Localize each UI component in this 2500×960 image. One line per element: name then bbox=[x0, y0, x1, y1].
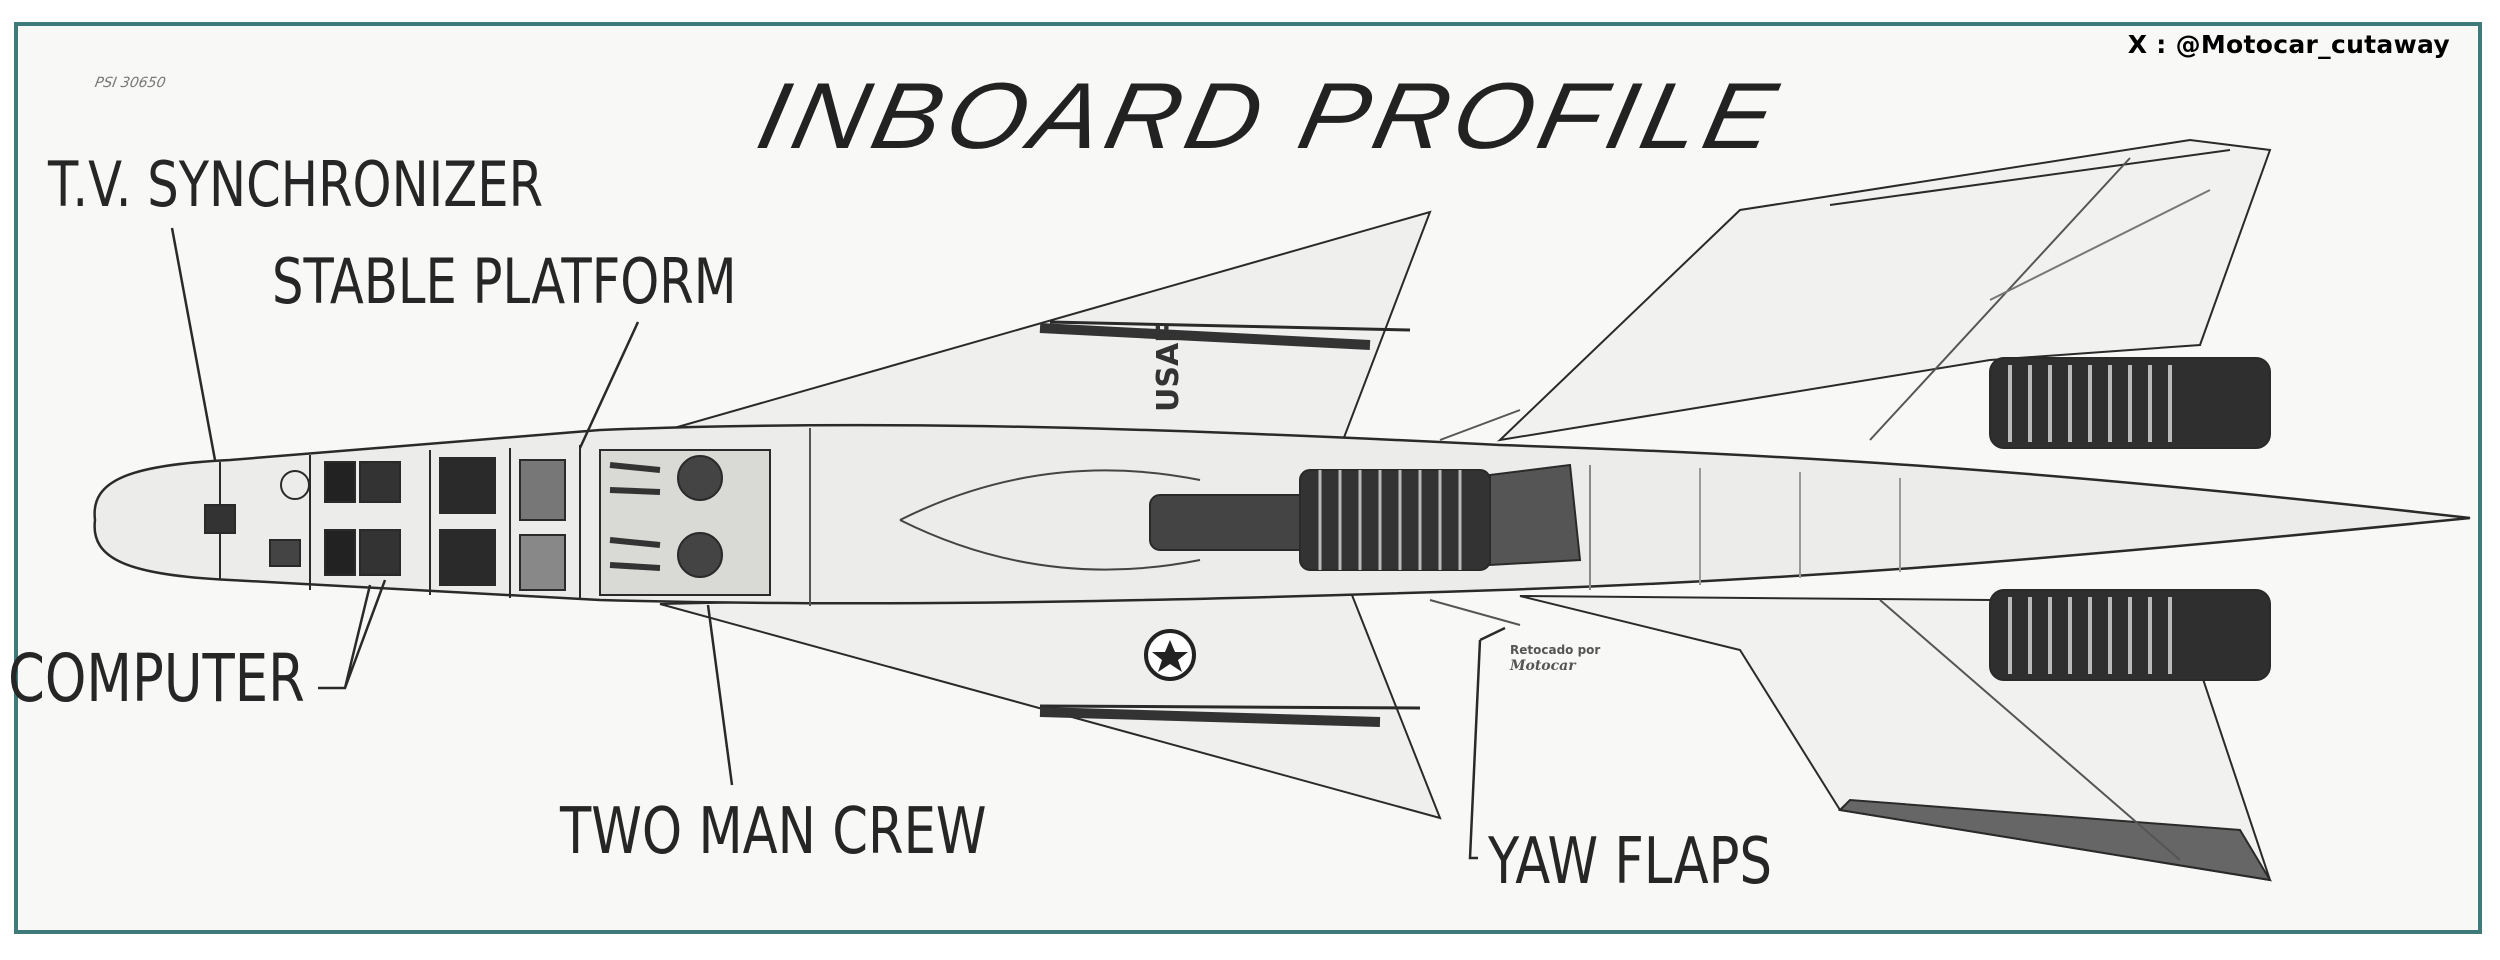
retouch-line-1: Retocado por bbox=[1510, 643, 1601, 657]
forward-lower-wing bbox=[659, 588, 1442, 820]
label-yaw-flaps: YAW FLAPS bbox=[1488, 825, 1772, 899]
label-two-man-crew: TWO MAN CREW bbox=[560, 795, 987, 869]
credit-text: X : @Motocar_cutaway bbox=[2127, 30, 2450, 59]
yaw-flaps-leader bbox=[1468, 626, 1506, 860]
computer-leader bbox=[318, 579, 387, 690]
label-stable-platform: STABLE PLATFORM bbox=[272, 245, 737, 318]
tv-synchronizer-leader bbox=[170, 227, 217, 461]
label-tv-synchronizer: T.V. SYNCHRONIZER bbox=[48, 148, 544, 221]
label-computer: COMPUTER bbox=[8, 640, 305, 717]
stable-platform-leader bbox=[578, 321, 640, 449]
retouch-credit: Retocado por Motocar bbox=[1510, 642, 1600, 674]
center-engine bbox=[1149, 494, 1311, 551]
two-man-crew-leader bbox=[706, 604, 734, 786]
retouch-signature: Motocar bbox=[1510, 658, 1576, 674]
usaf-marking: USAF bbox=[1151, 322, 1186, 412]
